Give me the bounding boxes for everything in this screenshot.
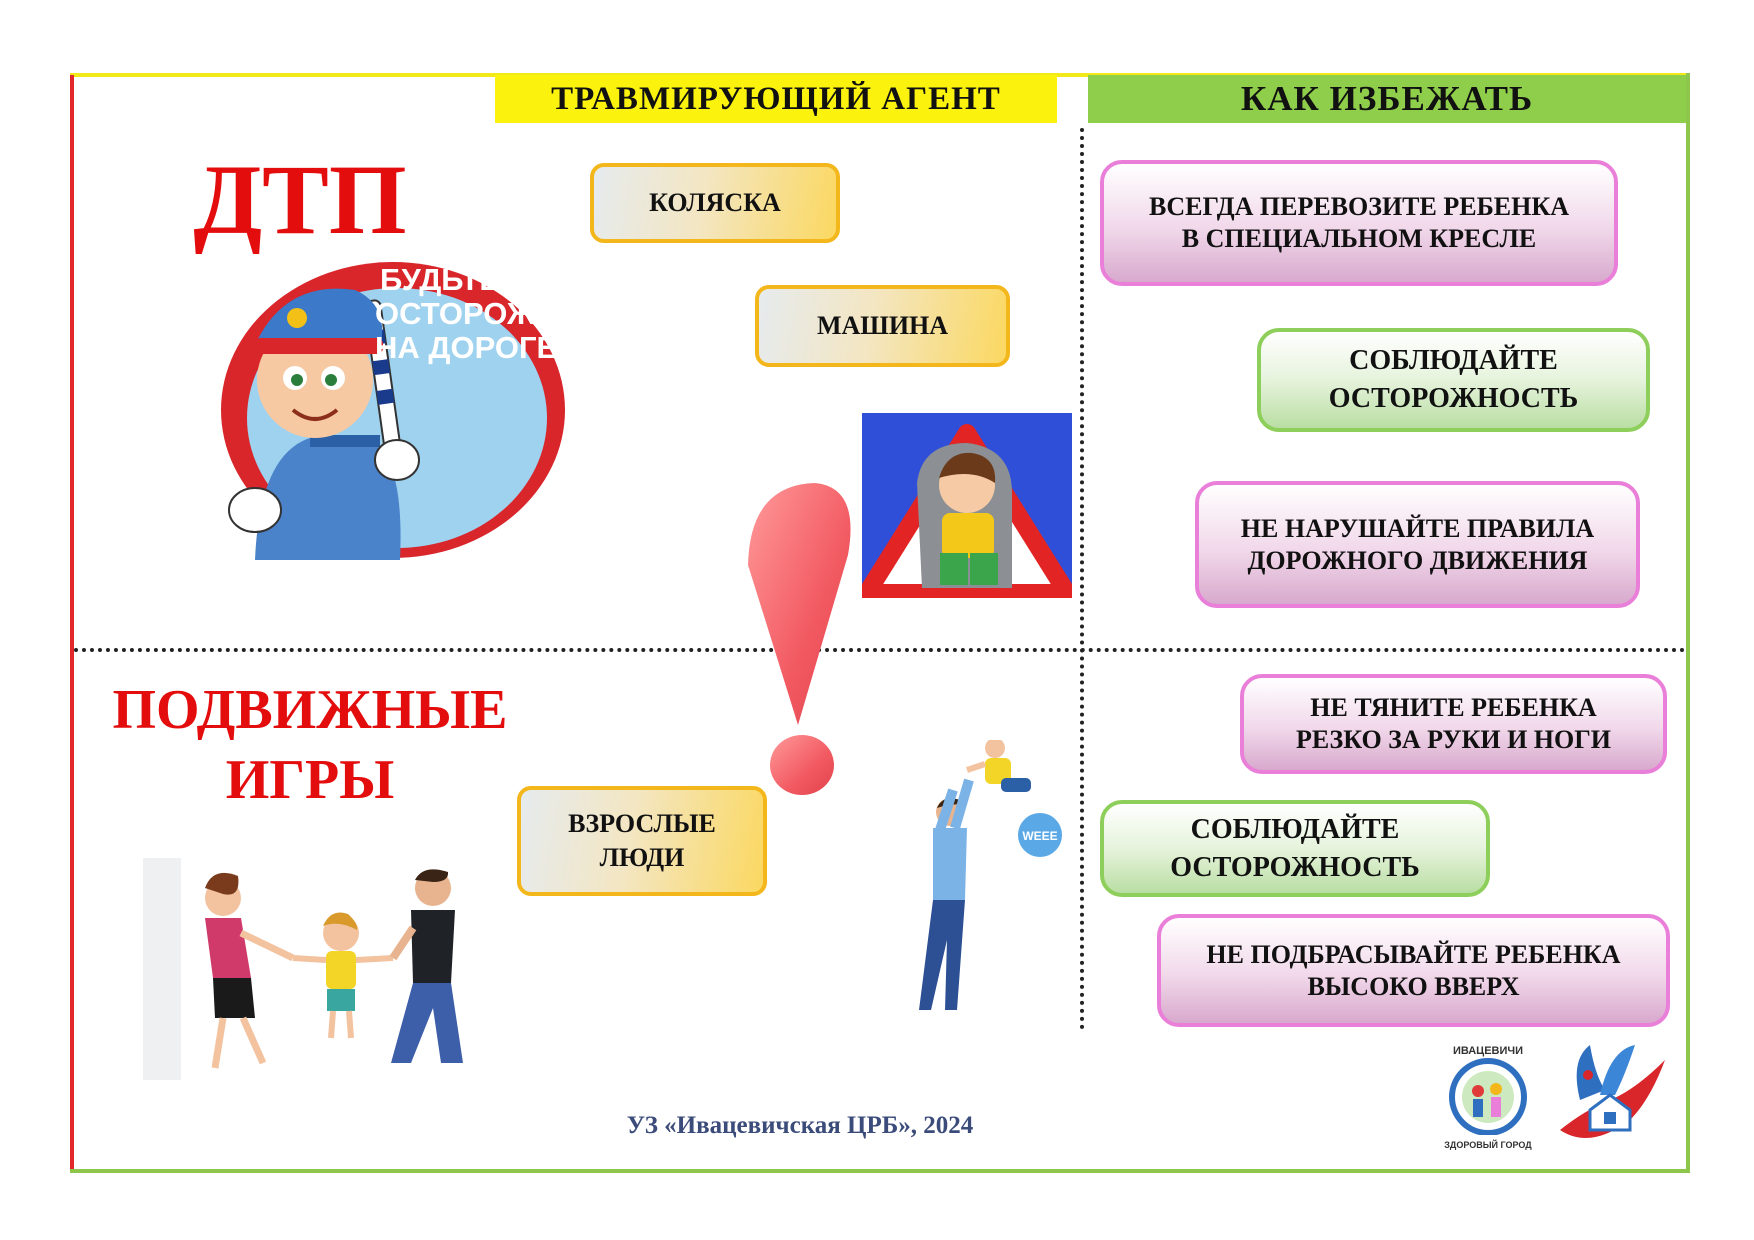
agent-car-box: МАШИНА [755,285,1010,367]
advice-car-seat-box: ВСЕГДА ПЕРЕВОЗИТЕ РЕБЕНКА В СПЕЦИАЛЬНОМ … [1100,160,1618,286]
section-title-games-line1: ПОДВИЖНЫЕ [112,679,508,741]
advice-traffic-rules-line1: НЕ НАРУШАЙТЕ ПРАВИЛА [1240,513,1595,543]
horizontal-divider [74,648,1686,652]
advice-be-careful-box-1: СОБЛЮДАЙТЕ ОСТОРОЖНОСТЬ [1257,328,1650,432]
footer-credit: УЗ «Ивацевичская ЦРБ», 2024 [626,1112,974,1139]
advice-traffic-rules-line2: ДОРОЖНОГО ДВИЖЕНИЯ [1247,545,1588,575]
traffic-police-boy-illustration: БУДЬТЕ ОСТОРОЖНЫ НА ДОРОГЕ! [215,260,588,560]
sign-text-line3: НА ДОРОГЕ! [375,330,565,365]
advice-do-not-pull-line1: НЕ ТЯНИТЕ РЕБЕНКА [1310,693,1597,722]
healthy-city-emblem-icon [1449,1058,1527,1136]
exclamation-mark-icon [730,475,870,805]
advice-do-not-toss-line2: ВЫСОКО ВВЕРХ [1307,971,1520,1001]
advice-car-seat-line2: В СПЕЦИАЛЬНОМ КРЕСЛЕ [1181,224,1537,253]
advice-be-careful-1-line1: СОБЛЮДАЙТЕ [1349,345,1558,376]
agent-adults-box: ВЗРОСЛЫЕ ЛЮДИ [517,786,767,896]
agent-stroller-box: КОЛЯСКА [590,163,840,243]
section-title-active-games: ПОДВИЖНЫЕ ИГРЫ [110,675,510,815]
header-injury-agent: ТРАВМИРУЮЩИЙ АГЕНТ [495,75,1057,123]
frame-bottom-border [70,1169,1690,1173]
frame-left-border [70,75,74,1173]
advice-be-careful-2-line1: СОБЛЮДАЙТЕ [1190,813,1400,845]
agent-adults-line1: ВЗРОСЛЫЕ [568,809,716,838]
child-car-seat-sign-illustration [858,413,1076,602]
advice-do-not-toss-box: НЕ ПОДБРАСЫВАЙТЕ РЕБЕНКА ВЫСОКО ВВЕРХ [1157,914,1670,1027]
agent-adults-line2: ЛЮДИ [599,843,685,872]
advice-be-careful-box-2: СОБЛЮДАЙТЕ ОСТОРОЖНОСТЬ [1100,800,1490,897]
advice-do-not-toss-line1: НЕ ПОДБРАСЫВАЙТЕ РЕБЕНКА [1206,939,1621,969]
frame-right-border [1686,73,1690,1173]
father-tossing-child-illustration: WEEE [905,738,1065,1015]
vertical-divider [1080,128,1084,1030]
advice-be-careful-1-line2: ОСТОРОЖНОСТЬ [1328,383,1579,414]
header-how-to-avoid: КАК ИЗБЕЖАТЬ [1088,75,1686,123]
advice-be-careful-2-line2: ОСТОРОЖНОСТЬ [1170,851,1420,883]
toss-bubble-text: WEEE [1022,829,1057,843]
parents-pulling-child-illustration [143,858,503,1080]
logo-city-top-text: ИВАЦЕВИЧИ [1452,1045,1524,1057]
sign-text-line1: БУДЬТЕ [380,262,500,297]
advice-do-not-pull-line2: РЕЗКО ЗА РУКИ И НОГИ [1295,725,1612,754]
logo-city-bottom-text: ЗДОРОВЫЙ ГОРОД [1444,1140,1532,1150]
sign-text-line2: ОСТОРОЖНЫ [375,296,565,331]
healthy-city-logo: ИВАЦЕВИЧИ ЗДОРОВЫЙ ГОРОД [1438,1045,1538,1150]
advice-car-seat-line1: ВСЕГДА ПЕРЕВОЗИТЕ РЕБЕНКА [1149,192,1569,221]
section-title-dtp: ДТП [193,144,407,255]
advice-do-not-pull-box: НЕ ТЯНИТЕ РЕБЕНКА РЕЗКО ЗА РУКИ И НОГИ [1240,674,1667,774]
advice-traffic-rules-box: НЕ НАРУШАЙТЕ ПРАВИЛА ДОРОЖНОГО ДВИЖЕНИЯ [1195,481,1640,608]
section-title-games-line2: ИГРЫ [225,749,395,811]
bird-house-logo-icon [1550,1040,1670,1150]
